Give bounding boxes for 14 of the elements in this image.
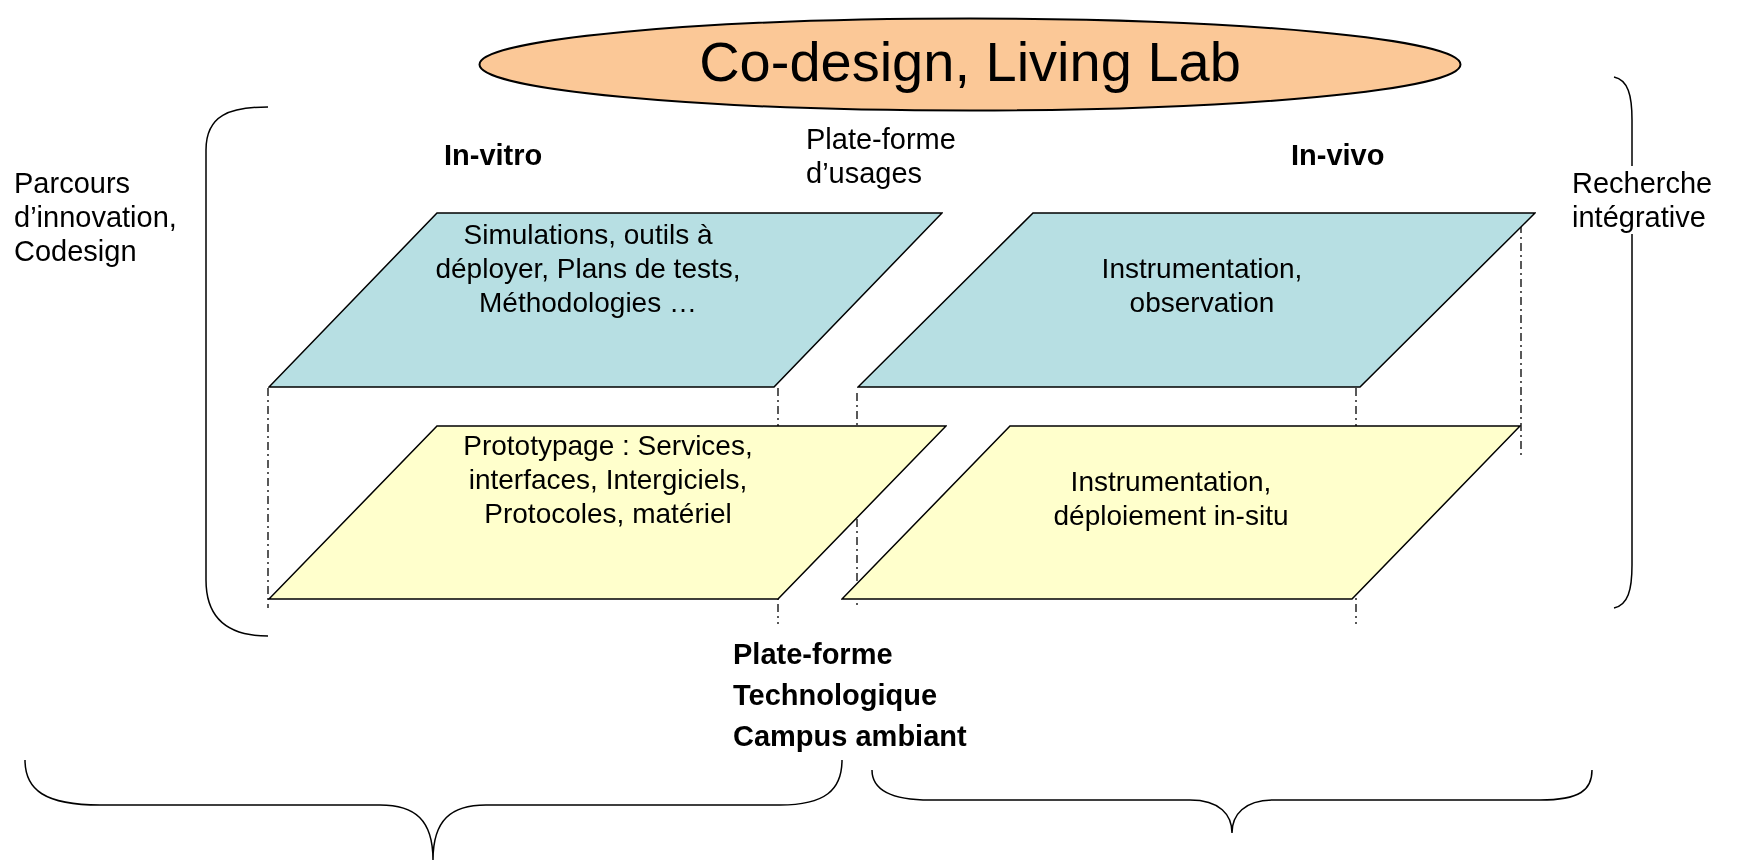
parallelogram-panel [857,212,1536,388]
panel-text: Instrumentation, observation [1100,252,1304,320]
column-heading: In-vitro [444,138,544,172]
panel-text: Prototypage : Services, interfaces, Intergiciels, Protocoles, matériel [462,429,754,531]
title-ellipse [478,17,1462,112]
parallelogram-panel [841,425,1521,600]
panel-text: Instrumentation, déploiement in-situ [1052,465,1290,533]
panel-text: Simulations, outils à déployer, Plans de tests, Méthodologies … [434,218,742,320]
title-text: Co-design, Living Lab [698,29,1242,95]
platform-label: Plate-forme Technologique Campus ambiant [733,637,968,754]
parallelogram-panel [268,212,943,388]
side-label: Parcours d’innovation, Codesign [14,166,178,268]
parallelogram-panel [268,425,947,600]
column-heading: In-vivo [1291,138,1386,172]
